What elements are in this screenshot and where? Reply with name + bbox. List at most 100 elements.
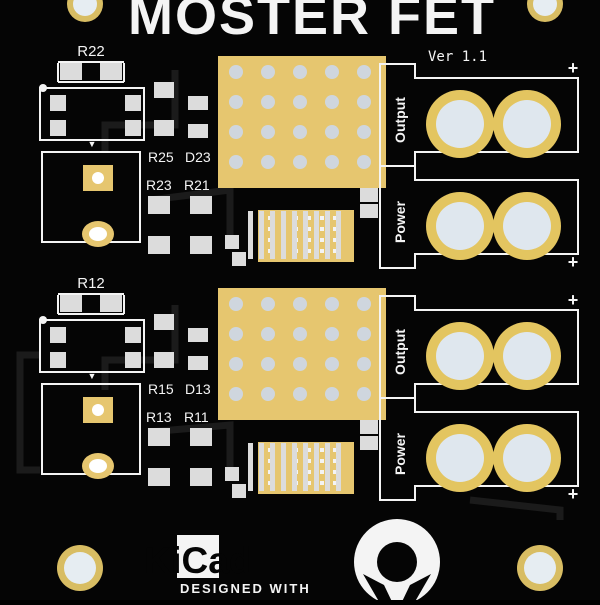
smd-pad [190,468,212,486]
pin-pad [248,211,253,259]
pin-pad [303,211,308,259]
pin-pad [314,211,319,259]
smd-pad [360,436,378,450]
via-hole [357,65,371,79]
smd-pad [50,327,66,343]
smd-pad [188,124,208,138]
smd-pad [50,95,66,111]
via-hole [357,327,371,341]
via-hole [229,155,243,169]
via-hole [325,65,339,79]
via-hole [229,125,243,139]
via-hole [293,125,307,139]
pin-pad [336,211,341,259]
micro-via [333,481,337,485]
via-hole [229,357,243,371]
terminal-hole [503,332,551,380]
terminal-hole [436,100,484,148]
pin-pad [325,211,330,259]
micro-via [320,238,324,242]
via-hole [357,357,371,371]
via-hole [261,155,275,169]
drill-hole [89,227,107,241]
smd-pad [188,328,208,342]
via-hole [325,357,339,371]
micro-via [307,481,311,485]
via-hole [325,297,339,311]
power-label: Power [392,432,408,475]
smd-pad [360,204,378,218]
via-hole [357,155,371,169]
via-hole [325,125,339,139]
smd-pad [188,96,208,110]
power-terminal-outline [379,165,579,269]
thermal-gap [236,420,364,442]
pin-pad [281,211,286,259]
smd-pad [225,467,239,481]
via-hole [261,387,275,401]
board-title: MOSTER FET Ver 1.1 [128,0,496,65]
smd-pad [50,120,66,136]
footprint-outline [57,61,125,83]
pin-pad [303,443,308,491]
via-hole [293,357,307,371]
pin-pad [270,211,275,259]
smd-pad [148,428,170,446]
via-hole [293,95,307,109]
title-text: MOSTER FET [128,0,496,46]
mount-holes-bottom [57,545,563,591]
open-hardware-icon [354,519,440,605]
micro-via [333,227,337,231]
via-hole [325,155,339,169]
smd-pad [154,314,174,330]
via-hole [293,65,307,79]
smd-pad [100,294,122,312]
resistor-label: R23 [146,177,172,193]
terminal-hole [503,434,551,482]
micro-via [320,481,324,485]
smd-pad [154,352,174,368]
smd-pad [190,428,212,446]
resistor-label-top: R22 [77,43,105,60]
smd-pad [125,352,141,368]
output-label: Output [392,97,408,143]
plus-sign: + [568,290,579,310]
drill-hole [92,404,104,416]
smd-pad [60,294,82,312]
smd-pad [360,188,378,202]
micro-via [320,448,324,452]
via-hole [229,65,243,79]
plus-sign: + [568,252,579,272]
smd-pad [190,236,212,254]
via-hole [261,297,275,311]
micro-via [307,448,311,452]
ic-outline [39,319,145,373]
kicad-wordmark: KiCad [145,540,252,581]
plus-sign: + [568,58,579,78]
micro-via [333,470,337,474]
smd-pad [232,484,246,498]
plus-sign: + [568,484,579,504]
diode-label: D23 [185,149,211,165]
drill-hole [92,172,104,184]
resistor-label-top: R12 [77,275,105,292]
pin-pad [314,443,319,491]
smd-pad [125,95,141,111]
terminal-hole [436,202,484,250]
via-hole [261,65,275,79]
version-label: Ver 1.1 [428,49,487,65]
terminal-hole [503,100,551,148]
pin-pad [292,443,297,491]
via-hole [293,297,307,311]
via-hole [325,95,339,109]
via-hole [293,387,307,401]
micro-via [333,249,337,253]
via-hole [357,387,371,401]
smd-pad [148,196,170,214]
pin-pad [270,443,275,491]
smd-pad [100,62,122,80]
micro-via [320,216,324,220]
pin-pad [248,443,253,491]
pin-pad [259,211,264,259]
